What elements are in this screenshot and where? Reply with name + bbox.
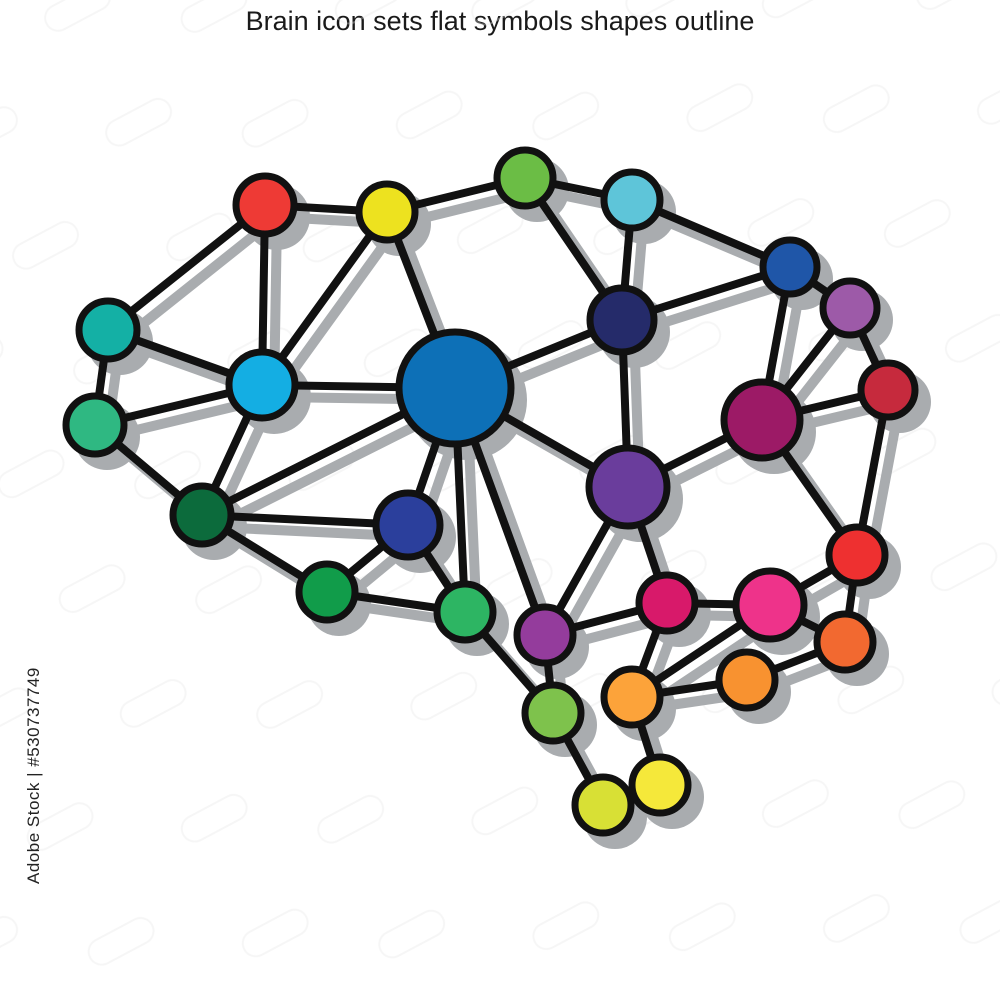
node-cyan-top xyxy=(600,168,664,232)
node-green-left xyxy=(62,392,128,458)
node-lavender-right xyxy=(819,277,881,339)
node-crimson-right xyxy=(857,359,919,421)
node-lightorange xyxy=(600,665,664,729)
node-royalblue xyxy=(372,489,444,561)
edge-shadow-n1-n7 xyxy=(115,212,282,347)
node-yellow-bottom xyxy=(628,753,692,817)
node-blue-right xyxy=(759,236,821,298)
node-pink xyxy=(732,567,808,643)
edge-n1-n7 xyxy=(104,201,269,334)
node-green-bottom xyxy=(295,560,359,624)
node-green-top xyxy=(493,146,557,210)
node-lime xyxy=(571,773,635,837)
node-central-blue xyxy=(395,328,515,448)
node-skyblue xyxy=(225,348,299,422)
node-green-mid xyxy=(433,580,497,644)
node-magenta-dark xyxy=(720,378,804,462)
node-darkgreen xyxy=(169,482,235,548)
node-orange xyxy=(715,648,779,712)
node-red-top xyxy=(232,172,298,238)
node-yellow-top xyxy=(355,180,419,244)
network-nodes xyxy=(62,146,919,837)
node-orange-red xyxy=(813,610,877,674)
stock-id-label: Adobe Stock | #530737749 xyxy=(24,667,43,884)
node-navy xyxy=(586,284,658,356)
node-violet xyxy=(513,603,577,667)
node-lightgreen xyxy=(521,681,585,745)
node-teal-left xyxy=(75,297,141,363)
node-rose xyxy=(635,571,699,635)
node-purple xyxy=(585,444,671,530)
node-red-right xyxy=(825,523,889,587)
